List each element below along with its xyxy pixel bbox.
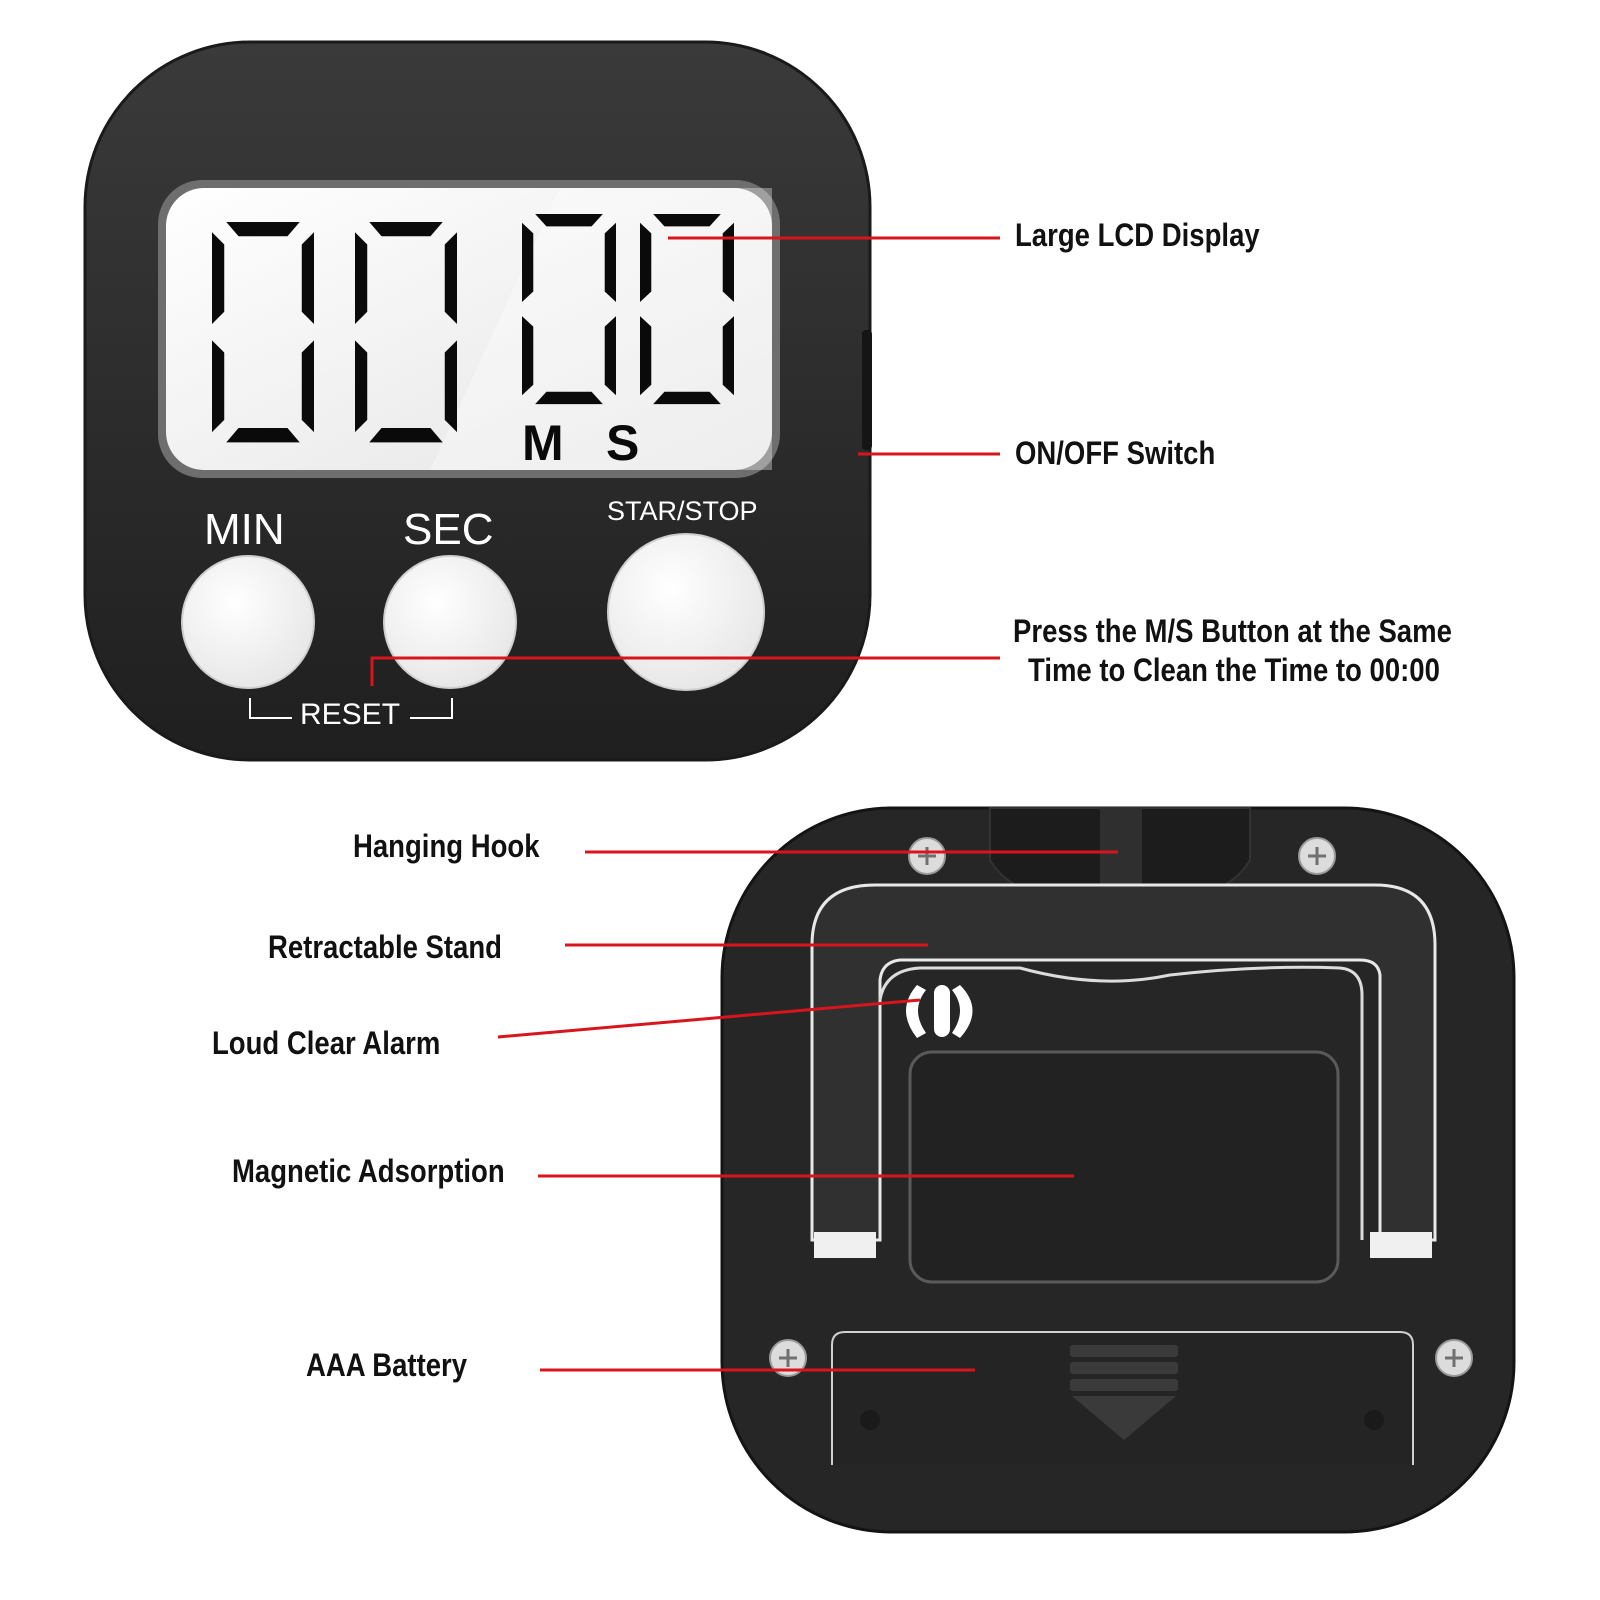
sec-unit-label: S	[606, 415, 640, 471]
on-off-switch[interactable]	[862, 330, 872, 450]
reset-label: RESET	[300, 698, 401, 731]
screw-top-right	[1297, 836, 1337, 876]
callout-hook: Hanging Hook	[353, 828, 540, 864]
min-button-label: MIN	[204, 505, 285, 554]
lcd-seconds-readout: 00	[522, 214, 742, 404]
reset-bracket	[249, 698, 292, 719]
min-button[interactable]	[181, 555, 315, 689]
callout-lcd: Large LCD Display	[1015, 217, 1260, 253]
callout-stand: Retractable Stand	[268, 929, 502, 965]
leader-reset	[370, 656, 1000, 686]
lcd-screen	[166, 188, 772, 470]
callout-reset-line2: Time to Clean the Time to 00:00	[1028, 652, 1440, 688]
callout-alarm: Loud Clear Alarm	[212, 1025, 441, 1061]
retractable-stand	[810, 883, 1437, 1242]
callout-switch: ON/OFF Switch	[1015, 435, 1216, 471]
cover-hole-left	[860, 1410, 880, 1430]
stand-foot-left	[814, 1232, 876, 1258]
callout-battery: AAA Battery	[306, 1347, 468, 1383]
alarm-speaker-area	[878, 965, 1364, 1240]
callout-reset-line1: Press the M/S Button at the Same	[1013, 613, 1452, 649]
stand-foot-right	[1370, 1232, 1432, 1258]
front-view	[83, 40, 872, 762]
min-unit-label: M	[522, 415, 564, 471]
screw-bottom-right	[1434, 1338, 1474, 1378]
callout-magnet: Magnetic Adsorption	[232, 1153, 505, 1189]
sec-button[interactable]	[383, 555, 517, 689]
lcd-minutes-readout: 00	[212, 222, 462, 442]
start-stop-button-label: STAR/STOP	[607, 496, 758, 526]
sec-button-label: SEC	[403, 505, 494, 554]
reset-bracket-right	[410, 698, 453, 719]
battery-latch	[1070, 1345, 1178, 1440]
alarm-icon	[906, 985, 973, 1038]
start-stop-button[interactable]	[607, 533, 765, 691]
magnet-plate	[908, 1050, 1340, 1284]
cover-hole-right	[1364, 1410, 1384, 1430]
screw-top-left	[907, 836, 947, 876]
back-view	[720, 806, 1516, 1534]
leader-alarm	[497, 998, 921, 1039]
leader-lines	[370, 236, 1118, 1372]
